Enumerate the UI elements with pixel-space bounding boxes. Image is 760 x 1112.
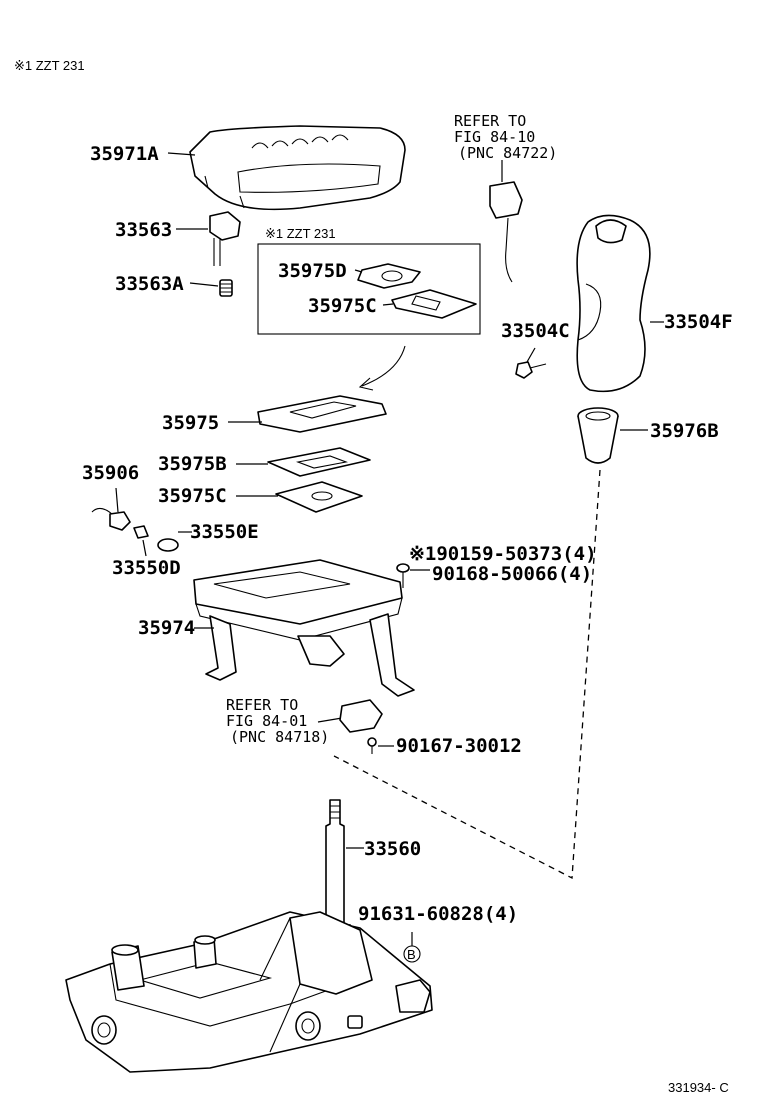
label-90168: 90168-50066(4) bbox=[432, 563, 592, 585]
leader-33563a bbox=[189, 282, 219, 287]
label-33504c: 33504C bbox=[501, 320, 570, 342]
header-note: ※1 ZZT 231 bbox=[14, 58, 85, 73]
part-35975d-inset bbox=[357, 263, 421, 289]
label-35975: 35975 bbox=[162, 412, 219, 434]
label-90159: ※190159-50373(4) bbox=[409, 543, 597, 565]
leader-35906 bbox=[115, 487, 119, 513]
label-35975c-inset: 35975C bbox=[308, 295, 377, 317]
label-33560: 33560 bbox=[364, 838, 421, 860]
part-33563-clip bbox=[209, 211, 241, 266]
label-35975d: 35975D bbox=[278, 260, 347, 282]
label-35976b: 35976B bbox=[650, 420, 719, 442]
ref2-line1: REFER TO bbox=[226, 696, 298, 714]
label-35974: 35974 bbox=[138, 617, 195, 639]
ref1-line1: REFER TO bbox=[454, 112, 526, 130]
label-33504f: 33504F bbox=[664, 311, 733, 333]
label-33550e: 33550E bbox=[190, 521, 259, 543]
part-90167-screw bbox=[367, 737, 377, 754]
part-35975b bbox=[267, 447, 371, 477]
label-33563: 33563 bbox=[115, 219, 172, 241]
label-35906: 35906 bbox=[82, 462, 139, 484]
arrow-inset-to-35975 bbox=[358, 345, 406, 391]
part-35976b-boot bbox=[577, 407, 619, 464]
leader-35971a bbox=[167, 152, 196, 156]
ref-84-10: REFER TO FIG 84-10 (PNC 84722) bbox=[454, 112, 557, 283]
ref2-line2: FIG 84-01 bbox=[226, 712, 307, 730]
part-35974-housing bbox=[193, 559, 415, 697]
inset-zzt231: ※1 ZZT 231 35975D 35975C bbox=[257, 226, 481, 335]
inset-note: ※1 ZZT 231 bbox=[265, 226, 336, 241]
part-35906-socket bbox=[91, 507, 149, 539]
label-35971a: 35971A bbox=[90, 143, 159, 165]
part-connector bbox=[489, 181, 523, 219]
part-35975-plate bbox=[257, 395, 387, 433]
part-33563a-spring bbox=[219, 279, 233, 297]
ref-84-01: REFER TO FIG 84-01 (PNC 84718) bbox=[226, 696, 383, 746]
part-sensor bbox=[339, 699, 383, 733]
leader-33504c bbox=[526, 347, 536, 363]
callout-b: B bbox=[403, 932, 421, 963]
ref2-line3: (PNC 84718) bbox=[230, 728, 329, 746]
label-35975b: 35975B bbox=[158, 453, 227, 475]
ref1-line3: (PNC 84722) bbox=[458, 144, 557, 162]
label-91631: 91631-60828(4) bbox=[358, 903, 518, 925]
drawing-number: 331934- C bbox=[668, 1080, 729, 1095]
part-base-assembly bbox=[65, 911, 433, 1073]
label-33563a: 33563A bbox=[115, 273, 184, 295]
label-35975c: 35975C bbox=[158, 485, 227, 507]
assembly-dash-line bbox=[333, 469, 601, 880]
part-90168-screw bbox=[396, 563, 410, 588]
ref1-line2: FIG 84-10 bbox=[454, 128, 535, 146]
part-33550e bbox=[157, 538, 179, 552]
part-35975c bbox=[275, 481, 363, 513]
part-35971a-cover bbox=[189, 125, 406, 211]
callout-b-letter: B bbox=[407, 947, 416, 962]
part-33504c-screw bbox=[515, 361, 547, 379]
label-33550d: 33550D bbox=[112, 557, 181, 579]
part-33504f-knob bbox=[576, 214, 651, 393]
part-35975c-inset bbox=[391, 289, 477, 319]
label-90167: 90167-30012 bbox=[396, 735, 522, 757]
leader-33550d bbox=[142, 539, 147, 557]
